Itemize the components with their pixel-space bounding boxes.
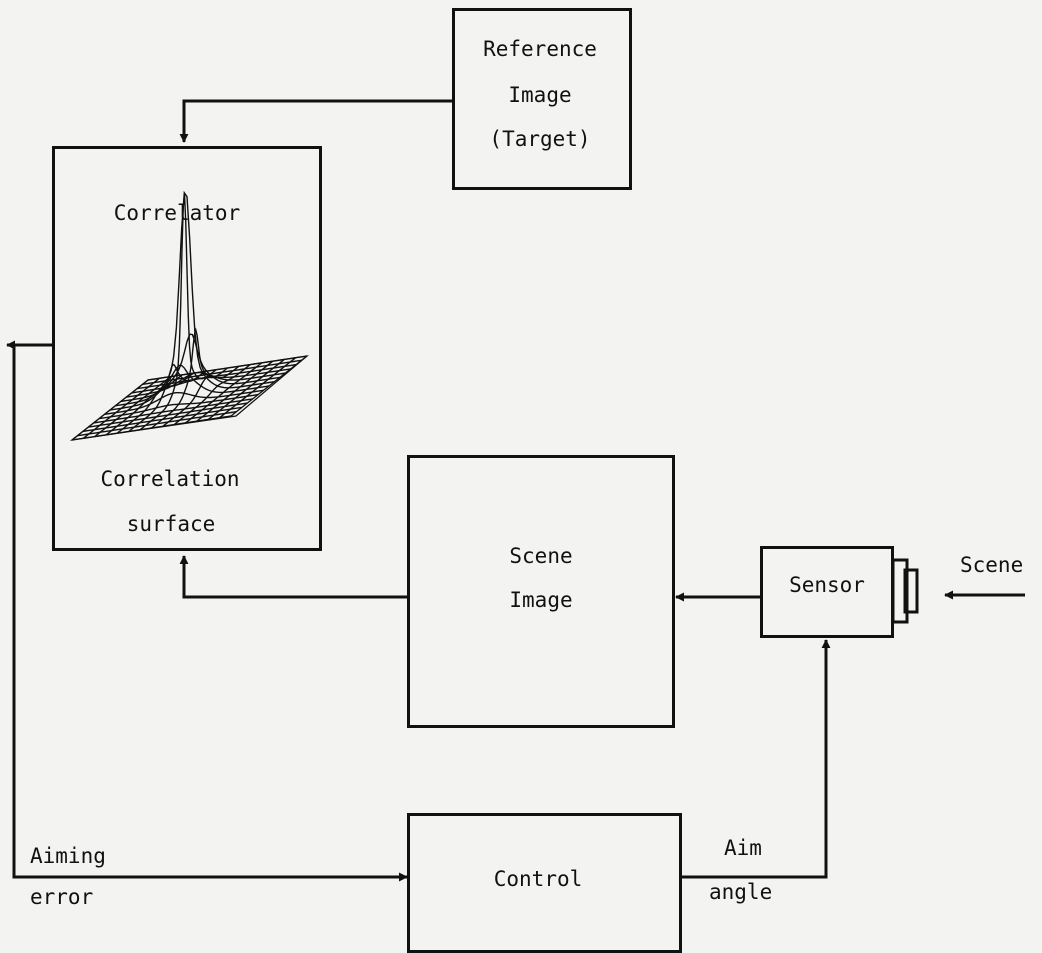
arrow-reference-to-correlator	[184, 101, 452, 142]
scene-image-label-line2: Image	[509, 590, 572, 611]
aiming-error-label-line1: Aiming	[30, 846, 106, 867]
reference-image-label-line1: Reference	[483, 39, 597, 60]
aim-angle-label-line1: Aim	[724, 838, 762, 859]
arrow-scene-image-to-correlator	[184, 556, 407, 597]
scene-image-label-line1: Scene	[509, 546, 572, 567]
aiming-error-label-line2: error	[30, 887, 93, 908]
reference-image-label-line2: Image	[508, 85, 571, 106]
scene-input-label: Scene	[960, 555, 1023, 576]
reference-image-label-line3: (Target)	[489, 129, 590, 150]
correlation-surface-label-line1: Correlation	[100, 469, 239, 490]
control-label: Control	[494, 869, 583, 890]
correlation-surface-label-line2: surface	[127, 514, 216, 535]
sensor-label: Sensor	[789, 575, 865, 596]
correlator-title: Correlator	[114, 203, 240, 224]
aim-angle-label-line2: angle	[709, 882, 772, 903]
